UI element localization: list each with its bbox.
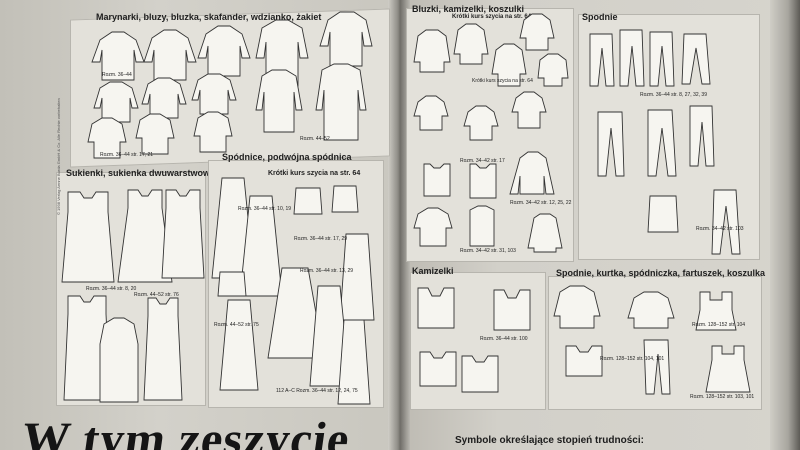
pattern-label: Rozm. 34–42 str. 103 <box>696 226 744 232</box>
pattern-label: Rozm. 128–152 str. 104 <box>692 322 746 328</box>
pattern-label: Rozm. 44–52 str. 76 <box>134 292 179 298</box>
section-title-trousers: Spodnie <box>582 12 618 22</box>
trousers-sketch <box>711 189 741 255</box>
jacket-sketch <box>197 25 251 77</box>
vest-sketch <box>419 351 457 387</box>
headline: W tym zeszycie <box>18 413 354 450</box>
trousers-sketch <box>597 111 625 177</box>
pattern-label: Rozm. 36–44 str. 10, 19 <box>238 206 292 212</box>
pattern-label: Rozm. 36–44 str. 8, 20 <box>86 286 137 292</box>
trousers-sketch <box>649 31 675 87</box>
section-title-kids: Spodnie, kurtka, spódniczka, fartuszek, … <box>556 268 766 278</box>
dress-sketch <box>99 317 139 403</box>
section-title-blouses: Bluzki, kamizelki, koszulki <box>412 4 525 14</box>
jacket-sketch <box>87 117 127 159</box>
coat-sketch <box>255 19 309 87</box>
top-sketch <box>469 205 495 247</box>
pattern-label: Rozm. 128–152 str. 103, 101 <box>690 394 755 400</box>
jacket-sketch <box>143 29 197 81</box>
jacket-sketch <box>93 81 139 123</box>
pattern-label: Rozm. 34–42 str. 31, 103 <box>460 248 516 254</box>
skirt-sketch <box>217 271 247 297</box>
short-course-note-left: Krótki kurs szycia na str. 64 <box>268 170 361 177</box>
jacket-sketch <box>191 73 237 115</box>
trousers-sketch <box>681 33 711 85</box>
coat-sketch <box>315 63 367 141</box>
top-sketch <box>469 163 497 199</box>
blouse-sketch <box>453 23 489 65</box>
dress-sketch <box>63 295 111 401</box>
blouse-sketch <box>527 213 563 253</box>
section-title-skirts: Spódnice, podwójna spódnica <box>222 152 352 162</box>
jacket-sketch <box>91 31 145 81</box>
top-sketch <box>537 53 569 87</box>
section-title-jackets: Marynarki, bluzy, bluzka, skafander, wdz… <box>96 12 322 22</box>
skirt-sketch <box>339 233 375 321</box>
tshirt-sketch <box>413 95 449 131</box>
skirt-sketch <box>293 187 323 215</box>
pattern-label: Rozm. 36–44 str. 8, 27, 32, 39 <box>640 92 707 98</box>
pattern-label: Rozm. 128–152 str. 104, 101 <box>600 356 665 362</box>
vest-sketch <box>461 355 499 393</box>
vest-sketch <box>493 289 531 331</box>
kids-skirt-sketch <box>705 345 751 393</box>
pattern-label: Rozm. 36–44 str. 13, 29 <box>300 268 354 274</box>
difficulty-symbols-note: Symbole określające stopień trudności: <box>455 435 644 446</box>
hoodie-sketch <box>491 43 527 87</box>
pattern-label: Rozm. 34–42 str. 12, 25, 22 <box>510 200 572 206</box>
section-title-dresses: Sukienki, sukienka dwuwarstwowa <box>66 168 216 178</box>
kids-vest-sketch <box>565 345 603 377</box>
kids-trousers-sketch <box>643 339 671 395</box>
blouse-sketch <box>509 151 555 195</box>
page-edge <box>770 0 800 450</box>
trousers-sketch <box>619 29 645 87</box>
section-title-vests: Kamizelki <box>412 266 454 276</box>
top-sketch <box>423 163 451 197</box>
book-spine <box>388 0 410 450</box>
shorts-sketch <box>647 195 679 233</box>
trousers-sketch <box>689 105 715 167</box>
trousers-sketch <box>589 33 615 87</box>
skirt-sketch <box>331 185 359 213</box>
dress-sketch <box>161 189 205 279</box>
pattern-label: 112 A–C Rozm. 36–44 str. 12, 24, 75 <box>276 388 358 394</box>
short-course-note-right: Krótki kurs szycia na str. 64 <box>452 14 532 20</box>
kids-top-sketch <box>627 291 675 329</box>
jacket-sketch <box>319 11 373 67</box>
hoodie-sketch <box>413 29 451 73</box>
pattern-label: Krótki kurs szycia na str. 64 <box>472 78 533 84</box>
pattern-label: Rozm. 36–44 str. 17, 29 <box>294 236 348 242</box>
pattern-label: Rozm. 36–44 str. 17, 21 <box>100 152 154 158</box>
kids-pinafore-sketch <box>695 291 737 331</box>
jacket-sketch <box>135 113 175 155</box>
dress-sketch <box>117 189 173 283</box>
skirt-sketch <box>219 299 259 391</box>
pattern-label: Rozm. 36–44 <box>102 72 132 78</box>
blouse-sketch <box>519 13 555 51</box>
pattern-label: Rozm. 44–52 str. 75 <box>214 322 259 328</box>
dress-sketch <box>143 297 183 401</box>
pattern-label: Rozm. 36–44 str. 100 <box>480 336 528 342</box>
vest-sketch <box>417 287 455 329</box>
pattern-label: Rozm. 44–52 <box>300 136 330 142</box>
pattern-label: Rozm. 34–42 str. 17 <box>460 158 505 164</box>
jacket-sketch <box>193 111 233 153</box>
shirt-sketch <box>511 91 547 129</box>
copyright-credit: © 1998 Verlag Aenne Burda GmbH & Co. All… <box>56 98 61 215</box>
skirt-sketch <box>337 319 371 405</box>
coat-sketch <box>255 69 303 133</box>
tshirt-sketch <box>463 105 499 141</box>
dress-sketch <box>61 191 115 283</box>
trousers-sketch <box>647 109 677 177</box>
jacket-sketch <box>141 77 187 119</box>
kids-jacket-sketch <box>553 285 601 329</box>
tshirt-sketch <box>413 207 453 247</box>
